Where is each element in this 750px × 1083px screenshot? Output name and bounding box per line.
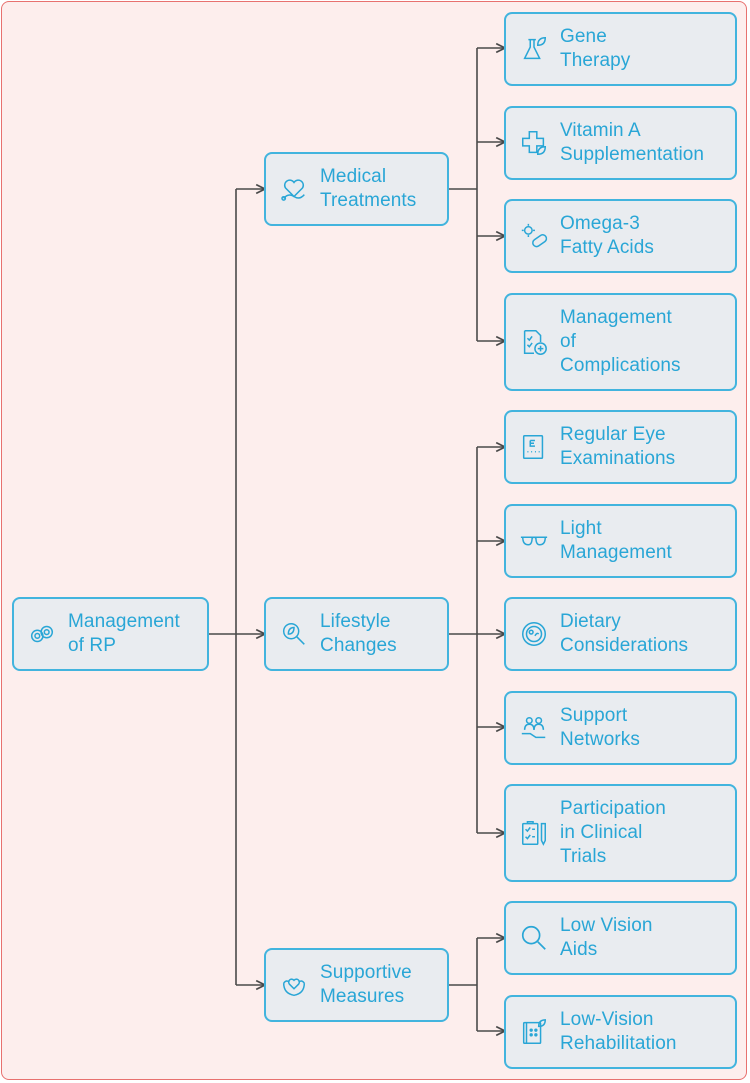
node-label: Low-Vision Rehabilitation [560,1009,677,1054]
node-label: Regular Eye Examinations [560,424,676,469]
node-label: Low Vision Aids [560,915,653,960]
pill-capsule-icon [518,220,550,252]
node-label: Management of RP [68,611,180,656]
node-label: Light Management [560,518,672,563]
node-label: Dietary Considerations [560,611,689,656]
node-support-networks: Support Networks [504,691,737,765]
node-label: Gene Therapy [560,26,631,71]
node-management-of-rp: Management of RP [12,597,209,671]
medical-cross-leaf-icon [518,127,550,159]
node-light-management: Light Management [504,504,737,578]
node-regular-eye-examinations: Regular Eye Examinations [504,410,737,484]
node-low-vision-aids: Low Vision Aids [504,901,737,975]
node-label: Omega-3 Fatty Acids [560,213,655,258]
node-participation-in-clinical-trials: Participation in Clinical Trials [504,784,737,882]
node-low-vision-rehabilitation: Low-Vision Rehabilitation [504,995,737,1069]
document-checklist-icon [518,326,550,358]
plate-food-icon [518,618,550,650]
node-omega-3-fatty-acids: Omega-3 Fatty Acids [504,199,737,273]
node-label: Participation in Clinical Trials [560,798,666,867]
eye-chart-icon [518,431,550,463]
people-hand-icon [518,712,550,744]
hands-heart-icon [278,969,310,1001]
magnifier-leaf-icon [278,618,310,650]
node-supportive-measures: Supportive Measures [264,948,449,1022]
flask-leaf-icon [518,33,550,65]
node-label: Lifestyle Changes [320,611,397,656]
node-label: Support Networks [560,705,640,750]
sunglasses-icon [518,525,550,557]
node-label: Management of Complications [560,307,681,376]
node-label: Supportive Measures [320,962,412,1007]
node-medical-treatments: Medical Treatments [264,152,449,226]
heart-stethoscope-icon [278,173,310,205]
braille-book-icon [518,1016,550,1048]
node-dietary-considerations: Dietary Considerations [504,597,737,671]
magnifier-icon [518,922,550,954]
node-gene-therapy: Gene Therapy [504,12,737,86]
clipboard-pen-icon [518,817,550,849]
node-lifestyle-changes: Lifestyle Changes [264,597,449,671]
eyes-icon [26,618,58,650]
node-label: Medical Treatments [320,166,417,211]
node-label: Vitamin A Supplementation [560,120,705,165]
node-vitamin-a-supplementation: Vitamin A Supplementation [504,106,737,180]
node-management-of-complications: Management of Complications [504,293,737,391]
